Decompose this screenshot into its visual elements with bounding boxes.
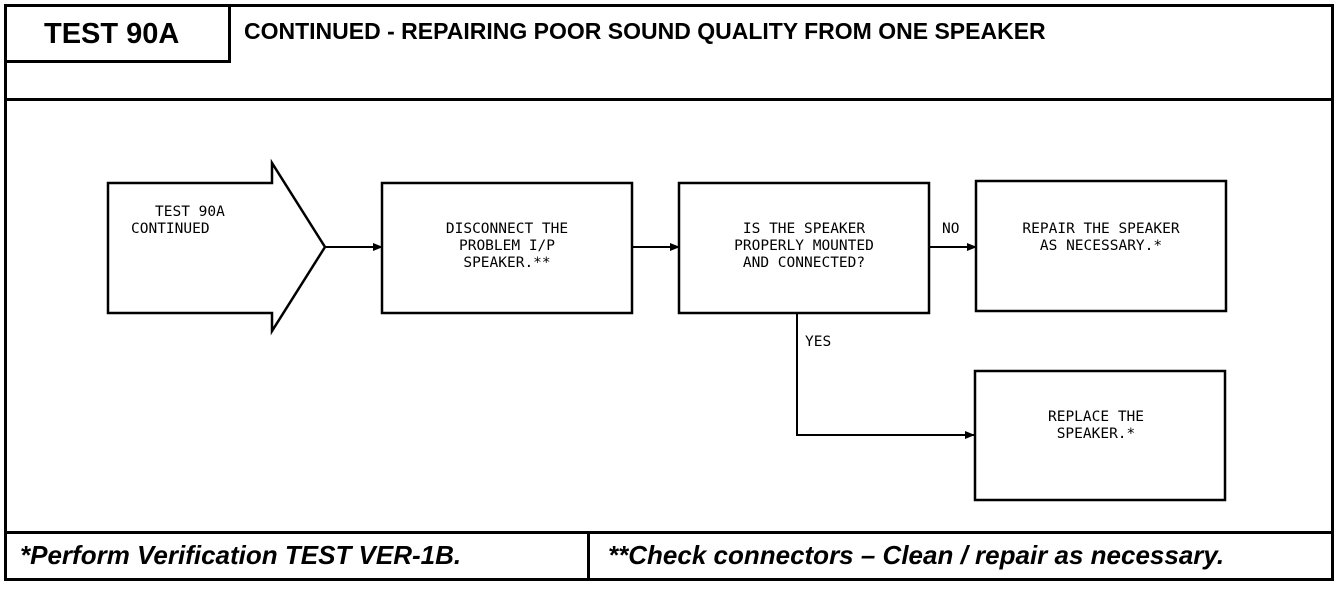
- decision-box: [677, 181, 931, 315]
- repair-action-line-2: AS NECESSARY.*: [1040, 238, 1162, 254]
- decision-line-3: AND CONNECTED?: [743, 255, 865, 271]
- test-id-box-divider: [228, 4, 231, 63]
- connector-yes-branch: [796, 313, 975, 439]
- page-title: CONTINUED - REPAIRING POOR SOUND QUALITY…: [244, 18, 1046, 44]
- disconnect-step-line-1: DISCONNECT THE: [446, 221, 568, 237]
- repair-action-line-1: REPAIR THE SPEAKER: [1022, 221, 1179, 237]
- page-frame: [4, 4, 1334, 581]
- disconnect-step-line-3: SPEAKER.**: [463, 255, 550, 271]
- disconnect-step-line-2: PROBLEM I/P: [459, 238, 555, 254]
- footnote-verification: *Perform Verification TEST VER-1B.: [20, 540, 462, 570]
- start-label-line-1: TEST 90A: [155, 204, 225, 220]
- replace-action-line-2: SPEAKER.*: [1057, 426, 1136, 442]
- header-bottom-rule: [4, 98, 1334, 101]
- yes-branch-label: YES: [805, 334, 831, 350]
- footer-divider: [587, 531, 590, 581]
- footer-top-rule: [4, 531, 1334, 534]
- decision-line-1: IS THE SPEAKER: [743, 221, 865, 237]
- test-id-box-bottom: [4, 60, 230, 63]
- footnote-connectors: **Check connectors – Clean / repair as n…: [608, 540, 1225, 570]
- repair-action-box: [974, 179, 1228, 313]
- replace-action-line-1: REPLACE THE: [1048, 409, 1144, 425]
- decision-line-2: PROPERLY MOUNTED: [734, 238, 874, 254]
- no-branch-label: NO: [942, 221, 959, 237]
- replace-action-box: [973, 369, 1227, 502]
- test-id-label: TEST 90A: [44, 18, 180, 50]
- start-arrow-shape: [106, 158, 327, 336]
- start-label-line-2: CONTINUED: [131, 221, 210, 237]
